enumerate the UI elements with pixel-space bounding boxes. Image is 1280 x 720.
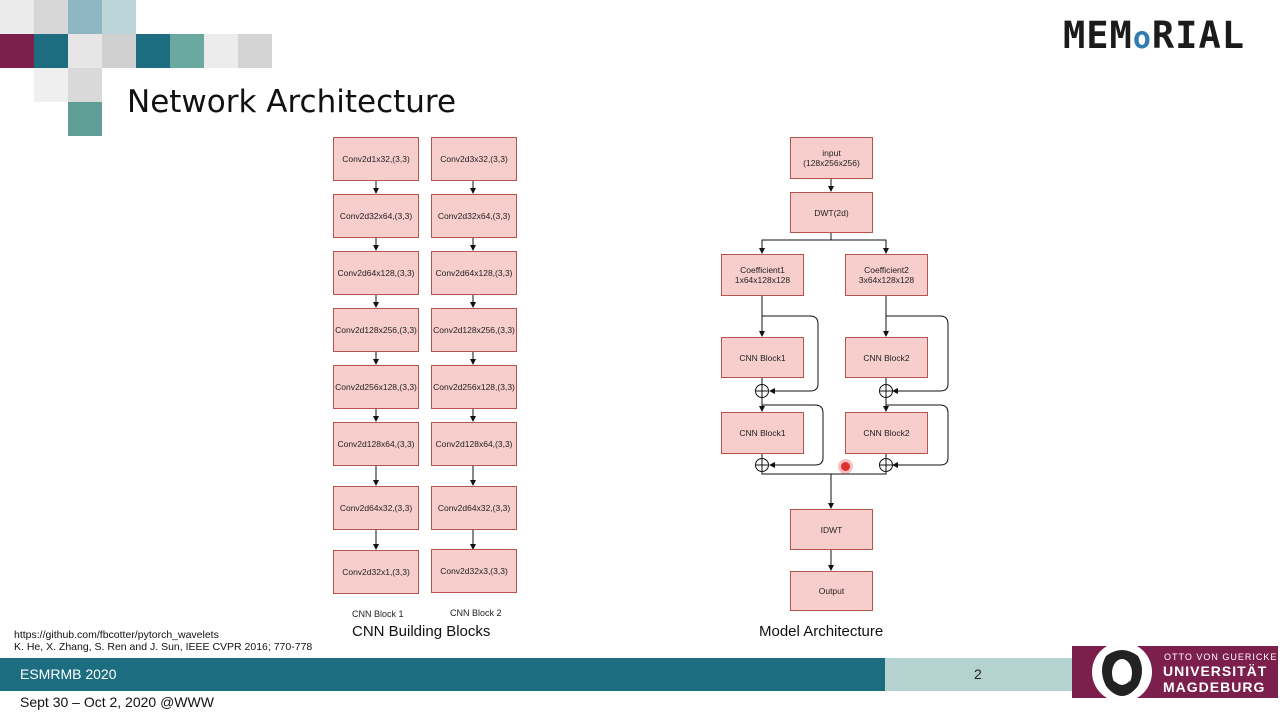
layer-name: Conv2d [337,268,367,278]
layer-name: Conv2d [337,439,367,449]
university-line3: MAGDEBURG [1163,679,1266,695]
slide-title: Network Architecture [127,84,457,120]
layer-params: 32x3,(3,3) [469,566,508,576]
layer-params: 256x128,(3,3) [364,382,417,392]
layer-params: 128x64,(3,3) [464,439,513,449]
layer-params: 64x32,(3,3) [467,503,511,513]
idwt-node: IDWT [790,509,873,550]
layer-name: Conv2d [440,154,470,164]
layer-params: 256x128,(3,3) [462,382,515,392]
layer-name: Conv2d [342,567,372,577]
layer-name: Conv2d [437,503,468,513]
dwt-node: DWT(2d) [790,192,873,233]
layer-name: Conv2d [437,211,468,221]
layer-name: Conv2d [335,325,365,335]
cnn-block2-label: CNN Block 2 [450,608,502,618]
layer-name: Conv2d [433,382,463,392]
input-node: input (128x256x256) [790,137,873,179]
footer-bar-accent [885,658,1075,691]
layer-params: 128x256,(3,3) [462,325,515,335]
conference-name: ESMRMB 2020 [20,666,117,682]
page-number: 2 [974,666,982,682]
memorial-logo: MEMoRIAL [1063,14,1245,57]
reference-2: K. He, X. Zhang, S. Ren and J. Sun, IEEE… [14,641,313,653]
cnn-block1-label: CNN Block 1 [352,609,404,619]
layer-params: 64x128,(3,3) [464,268,513,278]
layer-params: 32x64,(3,3) [369,211,413,221]
university-line1: OTTO VON GUERICKE [1164,652,1278,662]
cnn-block1-node-a: CNN Block1 [721,337,804,378]
cnn-block2-node-a: CNN Block2 [845,337,928,378]
layer-name: Conv2d [339,503,370,513]
coefficient1-node: Coefficient1 1x64x128x128 [721,254,804,296]
layer-params: 32x64,(3,3) [467,211,511,221]
layer-name: Conv2d [339,211,370,221]
layer-name: Conv2d [435,439,465,449]
portrait-icon [1092,646,1152,698]
layer-params: 128x64,(3,3) [366,439,415,449]
coefficient2-node: Coefficient2 3x64x128x128 [845,254,928,296]
university-logo [1072,646,1278,698]
layer-params: 64x32,(3,3) [369,503,413,513]
layer-name: Conv2d [342,154,372,164]
layer-name: Conv2d [335,382,365,392]
conference-date: Sept 30 – Oct 2, 2020 @WWW [20,694,214,710]
cursor-highlight [841,462,850,471]
university-line2: UNIVERSITÄT [1163,663,1268,679]
layer-name: Conv2d [433,325,463,335]
layer-params: 32x1,(3,3) [371,567,410,577]
left-caption: CNN Building Blocks [352,623,491,640]
output-node: Output [790,571,873,611]
reference-1[interactable]: https://github.com/fbcotter/pytorch_wave… [14,629,219,641]
right-caption: Model Architecture [759,623,884,640]
layer-params: 64x128,(3,3) [366,268,415,278]
layer-params: 3x32,(3,3) [469,154,508,164]
layer-name: Conv2d [435,268,465,278]
layer-params: 128x256,(3,3) [364,325,417,335]
layer-name: Conv2d [440,566,470,576]
footer-bar [0,658,885,691]
cnn-block2-node-b: CNN Block2 [845,412,928,454]
cnn-block1-node-b: CNN Block1 [721,412,804,454]
layer-params: 1x32,(3,3) [371,154,410,164]
